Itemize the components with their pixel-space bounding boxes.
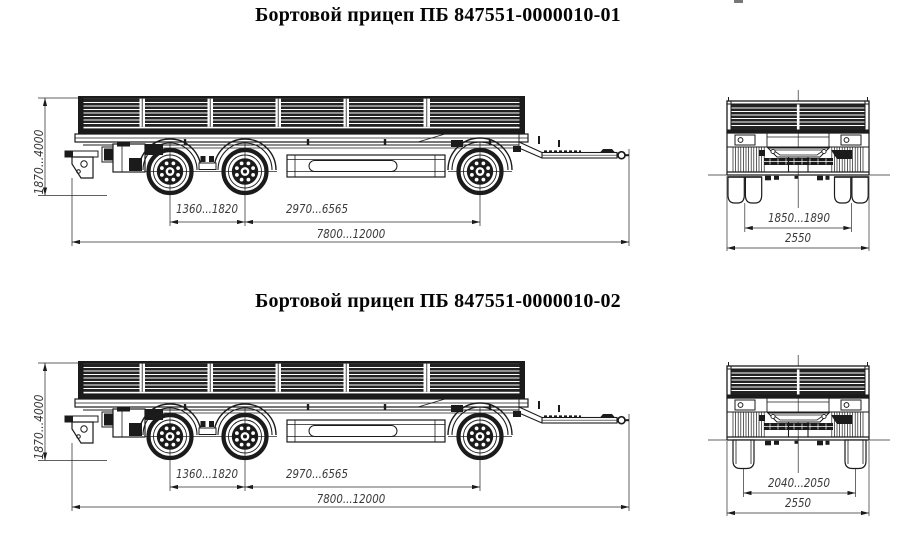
section2-dim-height: 1870...4000 [31, 394, 46, 460]
section2-dim-axle-base: 2970...6565 [286, 466, 348, 481]
section1-dim-overall-length: 7800...12000 [316, 226, 386, 241]
section2-title: Бортовой прицеп ПБ 847551-0000010-02 [255, 290, 621, 312]
section1-title: Бортовой прицеп ПБ 847551-0000010-01 [255, 4, 621, 26]
section1-dim-overall-width: 2550 [784, 230, 812, 245]
section1-dim-height: 1870...4000 [31, 129, 46, 195]
section1-dim-track: 1850...1890 [768, 210, 830, 225]
section1-dim-axle-base: 2970...6565 [286, 201, 348, 216]
section1-dim-tandem-spacing: 1360...1820 [176, 201, 238, 216]
section2-dim-overall-length: 7800...12000 [316, 491, 386, 506]
section2-dim-tandem-spacing: 1360...1820 [176, 466, 238, 481]
cropped-page-artifact [734, 0, 743, 3]
section2-dim-track: 2040...2050 [768, 475, 830, 490]
section2-dim-overall-width: 2550 [784, 495, 812, 510]
